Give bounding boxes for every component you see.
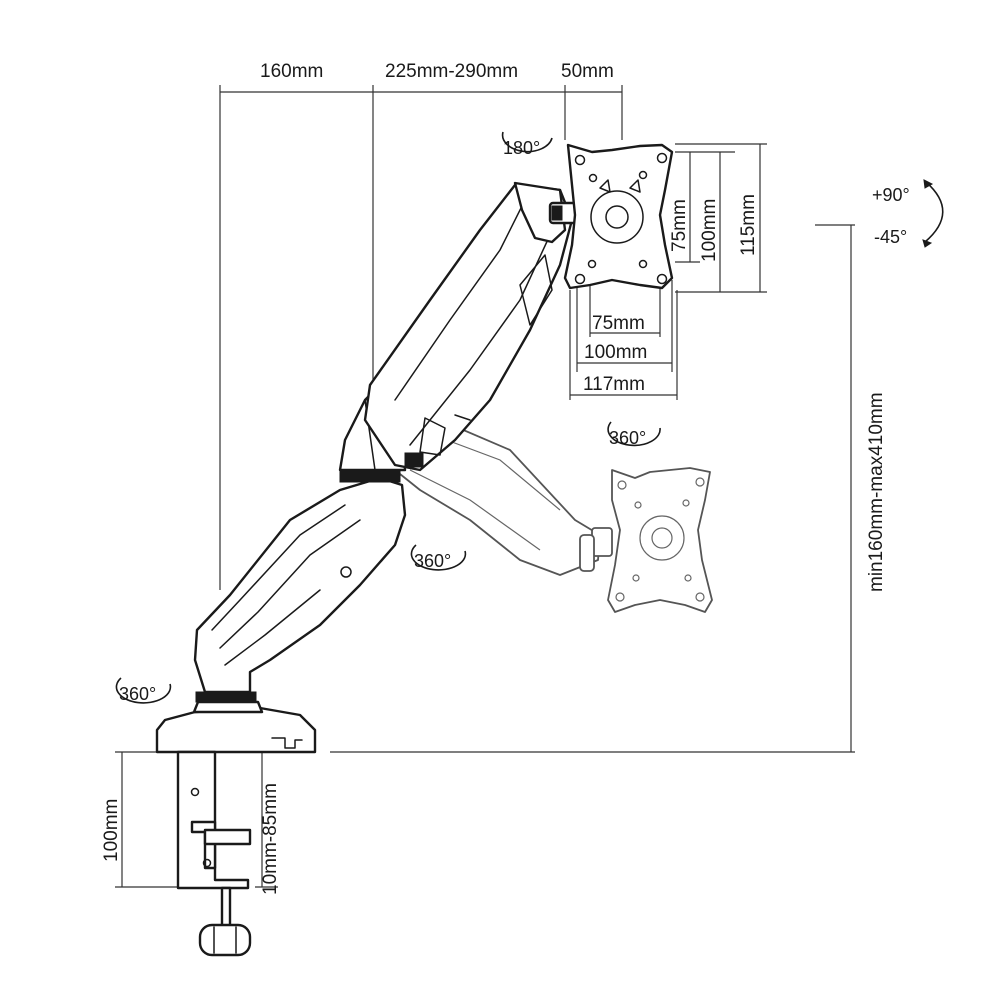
rotation-arrows (115, 131, 944, 704)
vesa-plate (563, 143, 674, 290)
rotation-arrow-icon (607, 421, 661, 447)
rotation-arrow-icon (501, 131, 553, 153)
rotation-arrow-icon (115, 677, 172, 704)
dim-vesa-h-100: 100mm (584, 342, 647, 363)
dim-vesa-v-75: 75mm (669, 199, 690, 252)
dim-top-right: 50mm (561, 61, 614, 82)
dim-vesa-v-100: 100mm (699, 199, 720, 262)
dim-height-range: min160mm-max410mm (866, 392, 887, 592)
tilt-arrow-icon (924, 181, 944, 243)
dim-vesa-h-117: 117mm (583, 374, 645, 395)
rotation-swivel-mid: 360° (609, 428, 646, 448)
dim-vesa-v-115: 115mm (738, 194, 759, 256)
dim-clamp-height: 100mm (101, 799, 122, 862)
dimension-lines (115, 85, 855, 888)
rotation-base: 360° (119, 684, 156, 704)
rotation-tilt-down: -45° (874, 227, 907, 247)
dim-top-middle: 225mm-290mm (385, 61, 518, 82)
desk-clamp (155, 691, 317, 957)
rotation-arrow-icon (410, 544, 467, 571)
dim-vesa-h-75: 75mm (592, 313, 645, 334)
rotation-labels: 180° 360° 360° 360° +90° -45° (119, 138, 910, 704)
dimension-labels: 160mm 225mm-290mm 50mm 75mm 100mm 117mm … (101, 61, 887, 895)
rotation-arm-joint: 360° (414, 551, 451, 571)
dim-top-left: 160mm (260, 61, 323, 82)
dim-clamp-range: 10mm-85mm (260, 783, 281, 895)
monitor-arm (193, 181, 582, 694)
rotation-tilt-up: +90° (872, 185, 910, 205)
rotation-plate: 180° (503, 138, 540, 158)
